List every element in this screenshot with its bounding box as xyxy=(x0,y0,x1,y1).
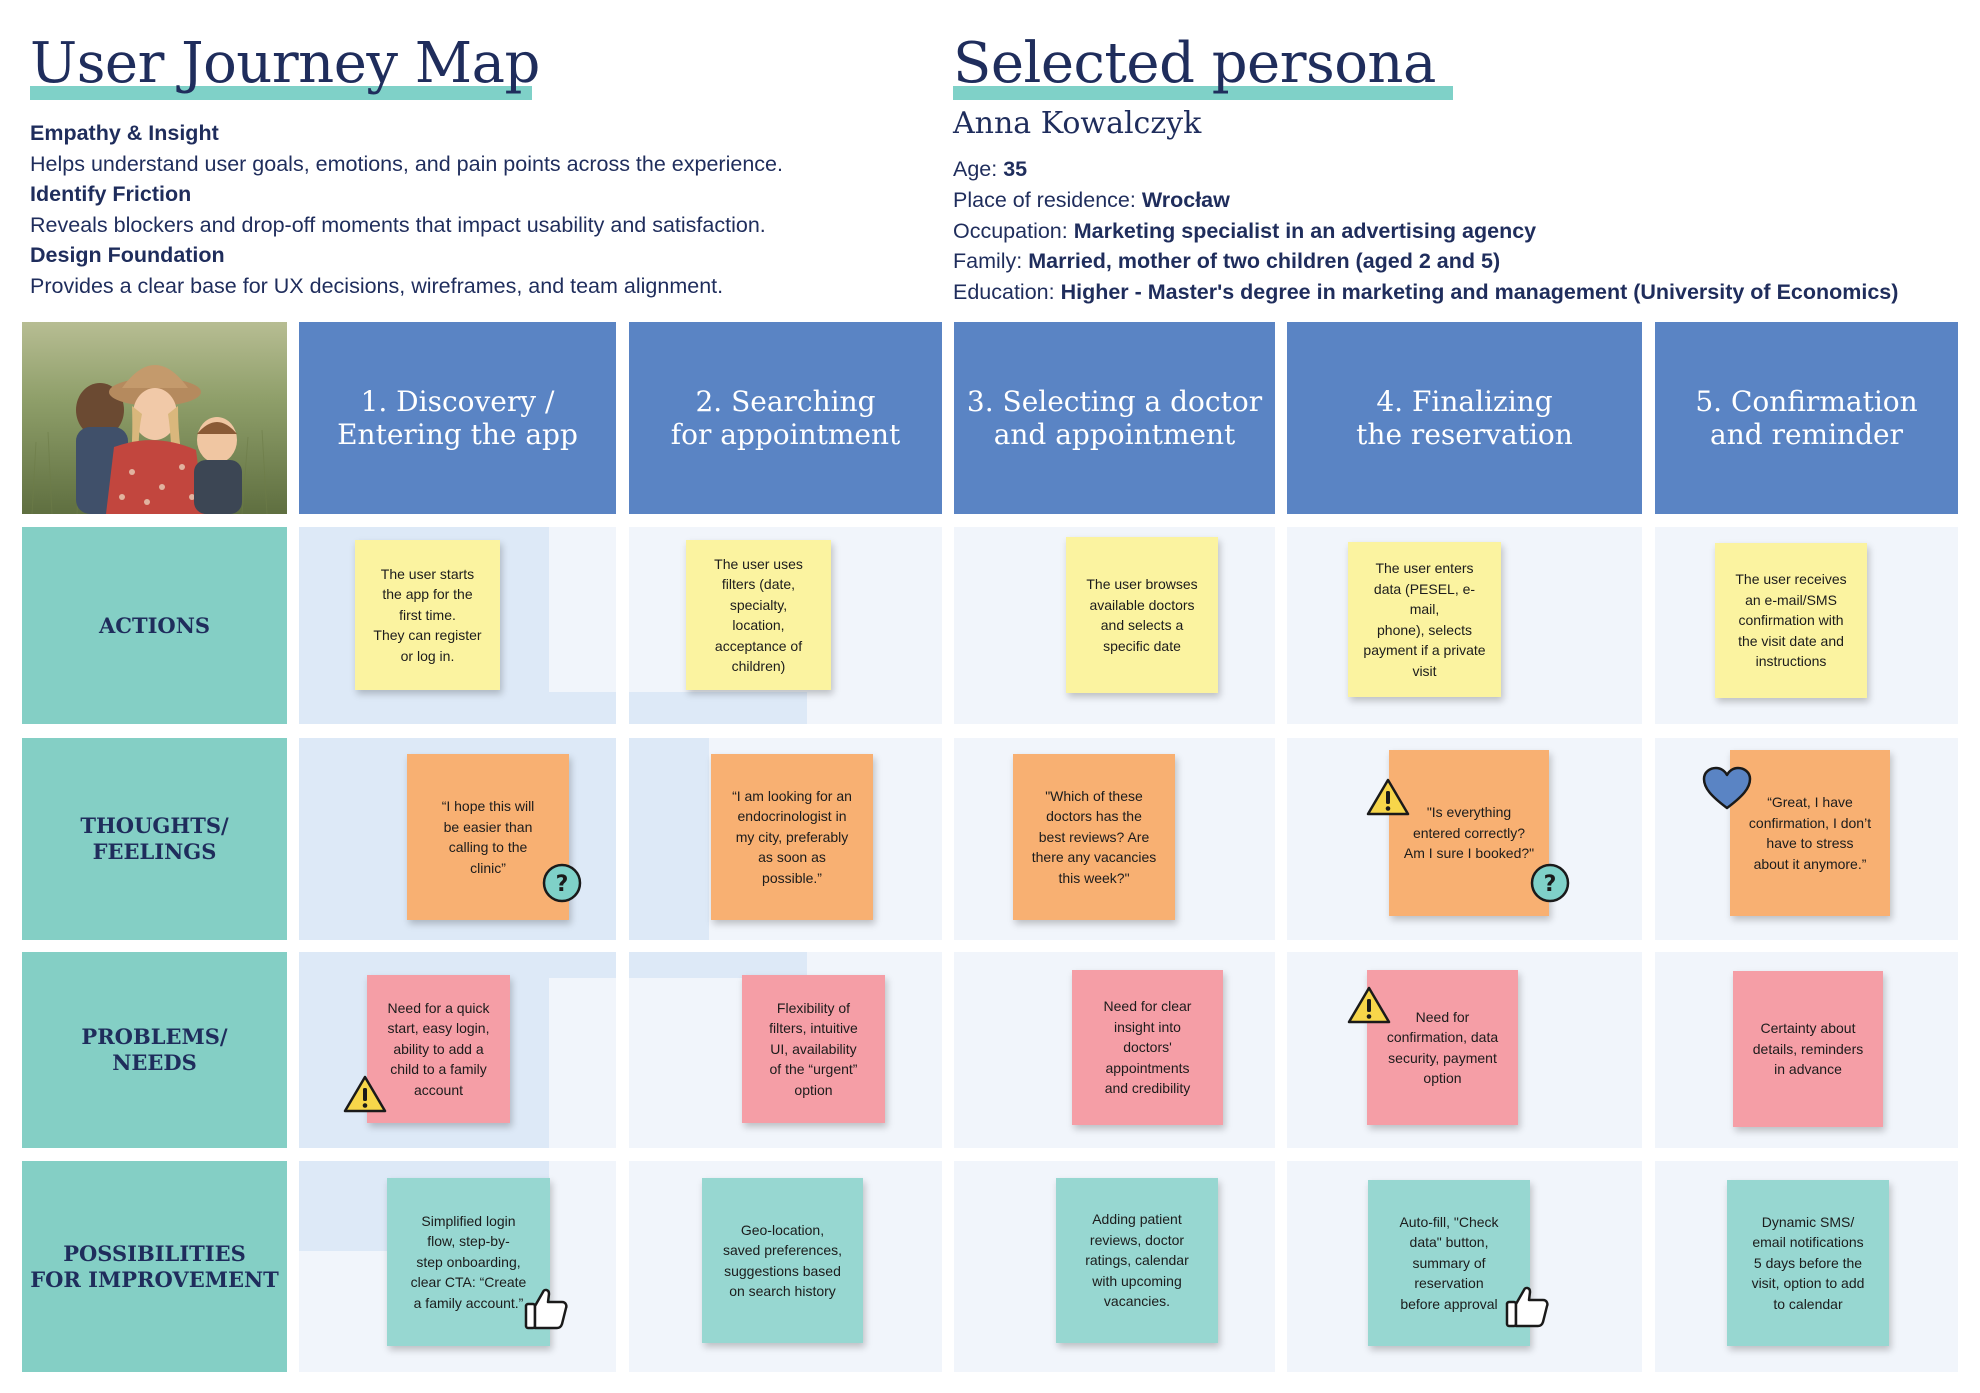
stage-title-line: Entering the app xyxy=(337,418,578,451)
svg-text:?: ? xyxy=(1544,872,1557,897)
heart-icon xyxy=(1702,766,1752,810)
persona-field-family: Family: Married, mother of two children … xyxy=(953,249,1501,274)
row-label-line: THOUGHTS/ xyxy=(80,813,229,838)
persona-details: Age: 35 Place of residence: Wrocław Occu… xyxy=(953,154,1963,308)
row-label-line: FOR IMPROVEMENT xyxy=(30,1266,279,1292)
intro-heading: Empathy & Insight xyxy=(30,121,219,145)
page-title: User Journey Map xyxy=(30,31,540,96)
warning-triangle-icon xyxy=(1366,778,1410,816)
persona-title-underline xyxy=(953,86,1453,100)
persona-field-education: Education: Higher - Master's degree in m… xyxy=(953,280,1899,305)
row-label-problems: PROBLEMS/NEEDS xyxy=(22,952,287,1148)
intro-heading: Identify Friction xyxy=(30,182,192,206)
row-label-thoughts: THOUGHTS/FEELINGS xyxy=(22,738,287,940)
row-label-line: POSSIBILITIES xyxy=(63,1240,246,1266)
persona-name: Anna Kowalczyk xyxy=(953,106,1202,141)
row-label-line: ACTIONS xyxy=(98,612,211,638)
grid-cell-highlight xyxy=(629,738,709,940)
warning-triangle-icon xyxy=(343,1075,387,1113)
stage-title-line: 1. Discovery / xyxy=(360,385,555,418)
intro-text: Reveals blockers and drop-off moments th… xyxy=(30,212,766,237)
persona-field-occupation: Occupation: Marketing specialist in an a… xyxy=(953,218,1537,243)
question-mark-icon: ? xyxy=(542,863,582,903)
thumbs-up-icon xyxy=(524,1288,568,1330)
svg-text:?: ? xyxy=(556,872,569,897)
grid-cell-highlight xyxy=(299,692,616,724)
stage-title-line: for appointment xyxy=(670,418,901,451)
grid-cell-highlight xyxy=(629,952,807,978)
persona-title: Selected persona xyxy=(953,31,1436,96)
stage-title-line: 3. Selecting a doctor xyxy=(966,385,1263,418)
stage-header-discovery: 1. Discovery /Entering the app xyxy=(299,322,616,514)
grid-cell-highlight xyxy=(549,952,616,978)
stage-title-line: 5. Confirmation xyxy=(1695,385,1918,418)
stage-title-line: 4. Finalizing xyxy=(1376,385,1553,418)
row-label-line: NEEDS xyxy=(112,1050,197,1075)
grid-cell-highlight xyxy=(629,692,807,724)
thumbs-up-icon xyxy=(1505,1286,1549,1328)
warning-triangle-icon xyxy=(1347,986,1391,1024)
persona-photo xyxy=(22,322,287,514)
title-underline xyxy=(30,86,532,100)
row-label-line: PROBLEMS/ xyxy=(81,1024,228,1049)
persona-field-age: Age: 35 xyxy=(953,157,1028,181)
persona-field-residence: Place of residence: Wrocław xyxy=(953,187,1230,212)
stage-title-line: and reminder xyxy=(1710,418,1903,451)
intro-block: Empathy & Insight Helps understand user … xyxy=(30,118,930,301)
persona-photo-illustration xyxy=(22,322,287,514)
intro-heading: Design Foundation xyxy=(30,243,225,267)
intro-text: Helps understand user goals, emotions, a… xyxy=(30,151,783,176)
stage-title-line: 2. Searching xyxy=(695,385,876,418)
stage-title-line: and appointment xyxy=(993,418,1236,451)
row-label-line: FEELINGS xyxy=(92,839,217,864)
question-mark-icon: ? xyxy=(1530,863,1570,903)
row-label-actions: ACTIONS xyxy=(22,527,287,724)
sticky-note-improvement: Geo-location,saved preferences,suggestio… xyxy=(702,1178,863,1343)
stage-title-line: the reservation xyxy=(1356,418,1573,451)
intro-text: Provides a clear base for UX decisions, … xyxy=(30,273,724,298)
